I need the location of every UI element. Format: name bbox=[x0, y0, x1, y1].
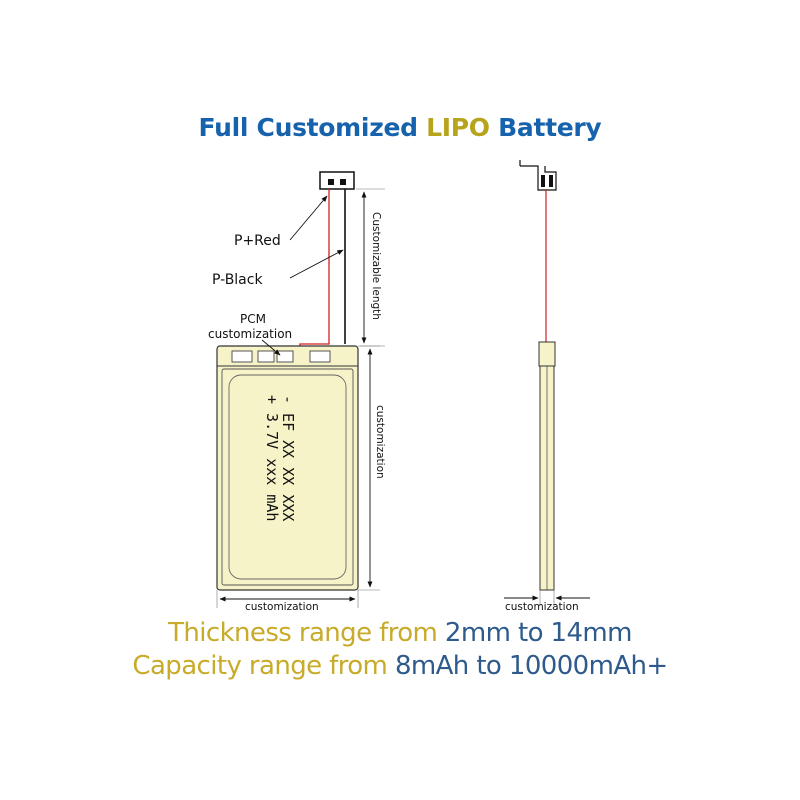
width-dimension bbox=[216, 590, 359, 608]
page-title: Full Customized LIPO Battery bbox=[0, 113, 800, 142]
thickness-caption-value: 2mm to 14mm bbox=[444, 618, 633, 648]
title-part-2: LIPO bbox=[426, 113, 490, 142]
thickness-caption-prefix: Thickness range from bbox=[168, 618, 438, 648]
cell-label-line1: - EF XX XX XXX bbox=[279, 395, 297, 521]
battery-side-view bbox=[519, 160, 557, 591]
thickness-caption: Thickness range from 2mm to 14mm bbox=[0, 618, 800, 648]
capacity-caption-prefix: Capacity range from bbox=[132, 651, 388, 681]
title-part-3: Battery bbox=[498, 113, 602, 142]
thickness-dimension-label: customization bbox=[505, 601, 579, 613]
positive-leader bbox=[289, 195, 328, 241]
pcm-label-line2: customization bbox=[208, 327, 292, 341]
battery-front-body bbox=[216, 345, 359, 591]
positive-wire-label: P+Red bbox=[234, 233, 281, 249]
height-dimension bbox=[358, 345, 380, 591]
thickness-dimension bbox=[504, 590, 590, 606]
pcm-leader bbox=[261, 339, 281, 356]
height-dimension-label: customization bbox=[374, 405, 386, 479]
pcm-label-line1: PCM bbox=[240, 312, 266, 326]
connector bbox=[319, 171, 355, 190]
cell-label-line2: + 3.7V xxx mAh bbox=[263, 395, 281, 521]
width-dimension-label: customization bbox=[245, 601, 319, 613]
capacity-caption: Capacity range from 8mAh to 10000mAh+ bbox=[0, 651, 800, 681]
negative-leader bbox=[289, 249, 344, 279]
capacity-caption-value: 8mAh to 10000mAh+ bbox=[394, 651, 668, 681]
cell-label: - EF XX XX XXX + 3.7V xxx mAh bbox=[263, 395, 297, 521]
negative-wire-label: P-Black bbox=[212, 272, 263, 288]
length-dimension-label: Customizable length bbox=[370, 212, 382, 320]
title-part-1: Full Customized bbox=[198, 113, 418, 142]
